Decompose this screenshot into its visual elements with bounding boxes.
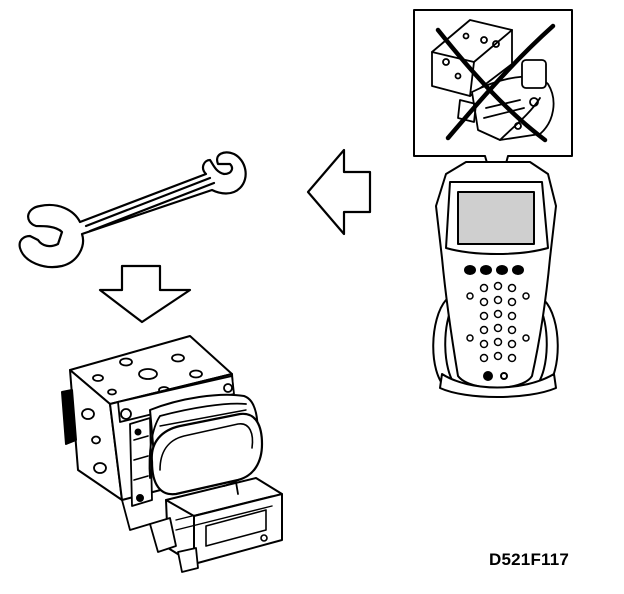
hollow-arrow-down-icon [98, 264, 192, 324]
hollow-arrow-left-icon [306, 148, 372, 236]
crossed-out-module-callout [413, 9, 573, 198]
open-end-wrench-icon [18, 151, 247, 269]
cross-out-mark [435, 23, 556, 143]
figure-code-label: D521F117 [489, 550, 570, 569]
abs-hydraulic-modulator-icon [61, 335, 283, 573]
handheld-scan-tool-icon [432, 161, 559, 398]
